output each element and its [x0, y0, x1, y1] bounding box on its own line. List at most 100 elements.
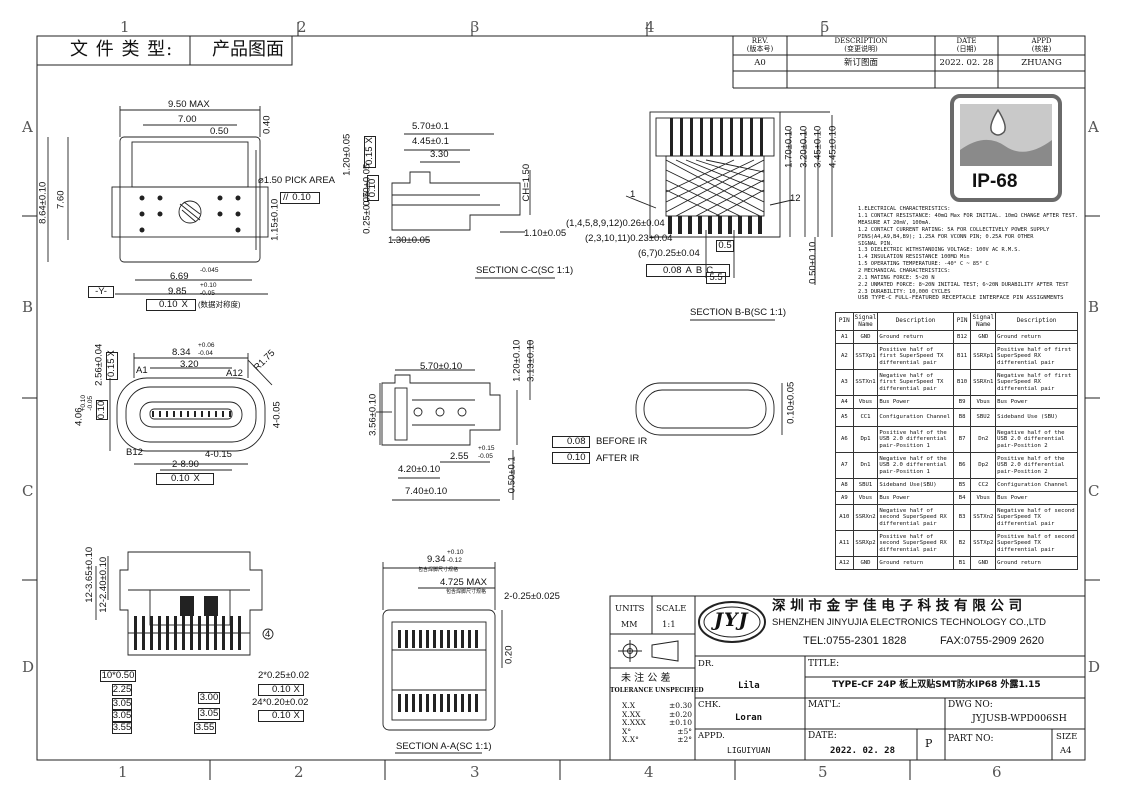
datum-y: -Y- — [88, 286, 114, 298]
table-cell: A2 — [835, 343, 854, 370]
zone-top-2: 2 — [297, 18, 307, 36]
dim-side-leg: 0.50±0.1 — [506, 456, 518, 494]
label-a1: A1 — [136, 365, 148, 376]
dim-bottom-4: 3.55 — [112, 722, 132, 734]
dim-top-offset: 0.40 — [261, 115, 273, 135]
table-cell: A11 — [835, 530, 854, 557]
table-cell: Dp1 — [852, 426, 879, 453]
table-cell: Dn1 — [852, 452, 879, 479]
dim-pick-area: ⌀1.50 PICK AREA — [258, 175, 336, 186]
table-cell: CC2 — [970, 478, 997, 492]
dim-a-legs: 2-0.25±0.025 — [504, 591, 560, 602]
zone-left-a: A — [22, 118, 33, 136]
dim-b-pin-width-3: (6,7)0.25±0.04 — [638, 248, 700, 259]
dim-bottom-pad-short: 12-2.40±0.10 — [98, 556, 110, 613]
table-cell: Positive half of first SuperSpeed TX dif… — [877, 343, 954, 370]
dim-a-note-2: 包含焊脚尺寸规格 — [446, 589, 487, 595]
size-value: A4 — [1060, 746, 1072, 756]
table-cell: SSRXn2 — [852, 504, 879, 531]
dim-bottom-5: 3.00 — [198, 692, 220, 704]
table-cell: A3 — [835, 369, 854, 396]
table-cell: Bus Power — [995, 491, 1078, 505]
zone-right-d: D — [1088, 658, 1101, 676]
dim-body-height: 7.60 — [55, 190, 67, 210]
table-cell: B6 — [952, 452, 972, 479]
dim-front-width: 8.34 — [172, 347, 191, 358]
dim-overall-height: 8.64±0.10 — [37, 181, 49, 224]
table-cell: Ground return — [877, 556, 954, 570]
zone-right-b: B — [1088, 298, 1100, 316]
dim-front-gap: 4-0.05 — [271, 401, 283, 429]
drawing-number-label: DWG NO: — [948, 700, 993, 710]
scale-label: SCALE — [656, 604, 687, 614]
ip68-label: IP-68 — [972, 171, 1018, 192]
table-cell: Vbus — [970, 491, 997, 505]
zone-bottom-1: 1 — [118, 763, 128, 781]
flatness-frame: //0.10 — [280, 192, 320, 204]
rev-value: A0 — [754, 57, 766, 68]
dim-a-width: 9.34 — [427, 554, 446, 565]
drawing-number-value: JYJUSB-WPD006SH — [972, 713, 1067, 724]
dim-front-contact-width: 4-0.15 — [205, 449, 232, 460]
table-cell: A6 — [835, 426, 854, 453]
table-cell: GND — [970, 556, 997, 570]
dim-b-pin-width-1: (1,4,5,8,9,12)0.26±0.04 — [566, 218, 665, 229]
table-cell: SSTXp1 — [852, 343, 879, 370]
zone-right-c: C — [1088, 482, 1100, 500]
table-cell: B5 — [952, 478, 972, 492]
approved-by-label: APPD. — [698, 731, 725, 741]
dim-side-tail-tol-down: -0.05 — [478, 453, 493, 460]
logo-text: JYJ — [714, 609, 749, 631]
table-cell: Positive half of second SuperSpeed TX di… — [995, 530, 1078, 557]
label-a12: A12 — [226, 368, 243, 379]
table-cell: A12 — [835, 556, 854, 570]
dim-b-h4: 4.45±0.10 — [827, 125, 839, 168]
drawn-by-value: Lila — [738, 681, 760, 691]
dim-c-chamfer: CH=1.50 — [521, 163, 533, 202]
table-cell: Sideband Use (SBU) — [995, 408, 1078, 427]
dim-side-offset: 1.15±0.10 — [269, 198, 281, 241]
electrical-notes: 1.ELECTRICAL CHARACTERISTICS: 1.1 CONTAC… — [858, 206, 1079, 295]
table-cell: Vbus — [852, 491, 879, 505]
table-cell: Ground return — [877, 330, 954, 344]
dim-pitch-total: 10*0.50 — [100, 670, 136, 682]
table-cell: Negative half of second SuperSpeed TX di… — [995, 504, 1078, 531]
table-cell: B9 — [952, 395, 972, 409]
table-cell: SBU2 — [970, 408, 997, 427]
date-value: 2022. 02. 28 — [939, 57, 994, 68]
table-cell: A5 — [835, 408, 854, 427]
table-cell: SSRXp2 — [852, 530, 879, 557]
date-label: DATE: — [808, 731, 837, 741]
sheet-marker: P — [925, 737, 933, 750]
table-header-row: PIN Signal Name Description PIN Signal N… — [835, 312, 1078, 331]
dim-width: 7.00 — [178, 114, 197, 125]
dim-side-length: 5.70±0.10 — [420, 361, 463, 372]
table-cell: Positive half of the USB 2.0 differentia… — [995, 452, 1078, 479]
zone-top-1: 1 — [120, 18, 130, 36]
size-label: SIZE — [1056, 732, 1078, 742]
table-cell: Ground return — [995, 330, 1078, 344]
dim-bottom-2: 3.05 — [112, 698, 132, 710]
title-value: TYPE-CF 24P 板上双贴SMT防水IP68 外露1.15 — [832, 680, 1041, 690]
checked-by-value: Loran — [735, 713, 763, 723]
dim-b-h2: 3.20±0.10 — [798, 125, 810, 168]
table-cell: A1 — [835, 330, 854, 344]
table-cell: Negative half of the USB 2.0 differentia… — [877, 452, 954, 479]
dim-a-width-tol-down: -0.12 — [447, 557, 462, 564]
company-tel: TEL:0755-2301 1828 — [803, 635, 907, 647]
table-cell: B10 — [952, 369, 972, 396]
table-cell: Vbus — [852, 395, 879, 409]
dim-side-tail: 2.55 — [450, 451, 469, 462]
